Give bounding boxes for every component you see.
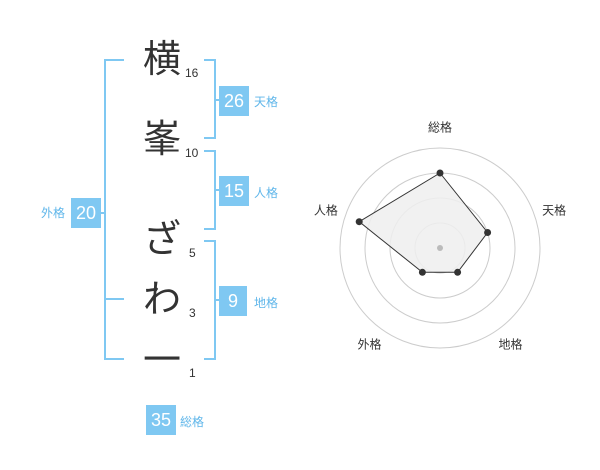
gaikaku-bracket-connector [96, 212, 106, 214]
jinkaku-badge: 15 [219, 176, 249, 206]
gaikaku-bracket-inner-tick [104, 298, 124, 300]
chikaku-label: 地格 [254, 296, 279, 310]
chikaku-connector [215, 299, 221, 301]
radar-point-3 [454, 268, 462, 276]
name-char-1: 横 [142, 37, 181, 81]
radar-grid-ring-4 [339, 147, 541, 349]
radar-center-point [437, 245, 443, 251]
name-char-3: ざ [142, 217, 181, 261]
radar-point-5 [355, 218, 363, 226]
jinkaku-label: 人格 [254, 186, 279, 200]
chikaku-badge: 9 [219, 286, 247, 316]
radar-axis-label-4: 外格 [357, 337, 381, 352]
radar-axis-label-5: 人格 [314, 202, 338, 217]
tenkaku-connector [215, 99, 221, 101]
tenkaku-badge: 26 [219, 86, 249, 116]
soukaku-label: 総格 [180, 415, 205, 429]
gaikaku-badge: 20 [71, 198, 101, 228]
stroke-count-3: 5 [189, 246, 196, 260]
jinkaku-connector [215, 189, 221, 191]
stroke-count-2: 10 [185, 146, 199, 160]
radar-point-1 [436, 169, 444, 177]
gaikaku-label: 外格 [41, 206, 66, 220]
radar-point-4 [418, 268, 426, 276]
radar-axis-label-2: 天格 [542, 202, 566, 217]
tenkaku-label: 天格 [254, 95, 279, 109]
name-char-2: 峯 [142, 117, 181, 161]
gaikaku-bracket [104, 59, 124, 360]
radar-point-2 [484, 229, 492, 236]
radar-data-polygon [358, 172, 489, 273]
stroke-count-5: 1 [189, 366, 196, 380]
name-char-4: わ [142, 277, 181, 321]
name-char-5: 一 [142, 338, 181, 382]
radar-axis-label-1: 総格 [428, 120, 452, 135]
stroke-count-4: 3 [189, 306, 196, 320]
soukaku-badge: 35 [146, 405, 176, 435]
radar-axis-label-3: 地格 [498, 337, 522, 352]
stroke-count-1: 16 [185, 66, 199, 80]
